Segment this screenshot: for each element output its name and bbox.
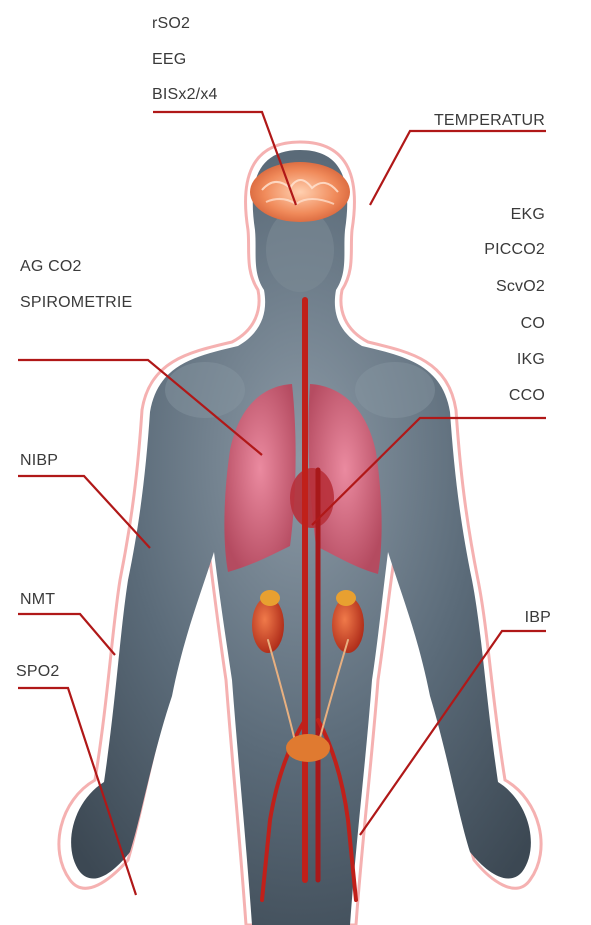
label-temperatur: TEMPERATUR (434, 112, 545, 130)
label-nibp: NIBP (20, 452, 58, 470)
label-rso2: rSO2 (152, 15, 190, 33)
label-bis: BISx2/x4 (152, 86, 218, 104)
heart (290, 468, 334, 528)
label-cco: CCO (509, 387, 545, 405)
label-ag-co2: AG CO2 (20, 258, 82, 276)
brain (250, 162, 350, 222)
leader-temperatur (370, 131, 546, 205)
label-picco2: PICCO2 (484, 241, 545, 259)
label-nmt: NMT (20, 591, 55, 609)
label-scvo2: ScvO2 (496, 278, 545, 296)
label-spo2: SPO2 (16, 663, 60, 681)
label-ibp: IBP (525, 609, 551, 627)
leader-nmt (18, 614, 115, 655)
label-eeg: EEG (152, 51, 186, 69)
label-co: CO (521, 315, 545, 333)
label-ikg: IKG (517, 351, 545, 369)
label-ekg: EKG (511, 206, 545, 224)
label-spirometrie: SPIROMETRIE (20, 294, 132, 312)
bladder (286, 734, 330, 762)
